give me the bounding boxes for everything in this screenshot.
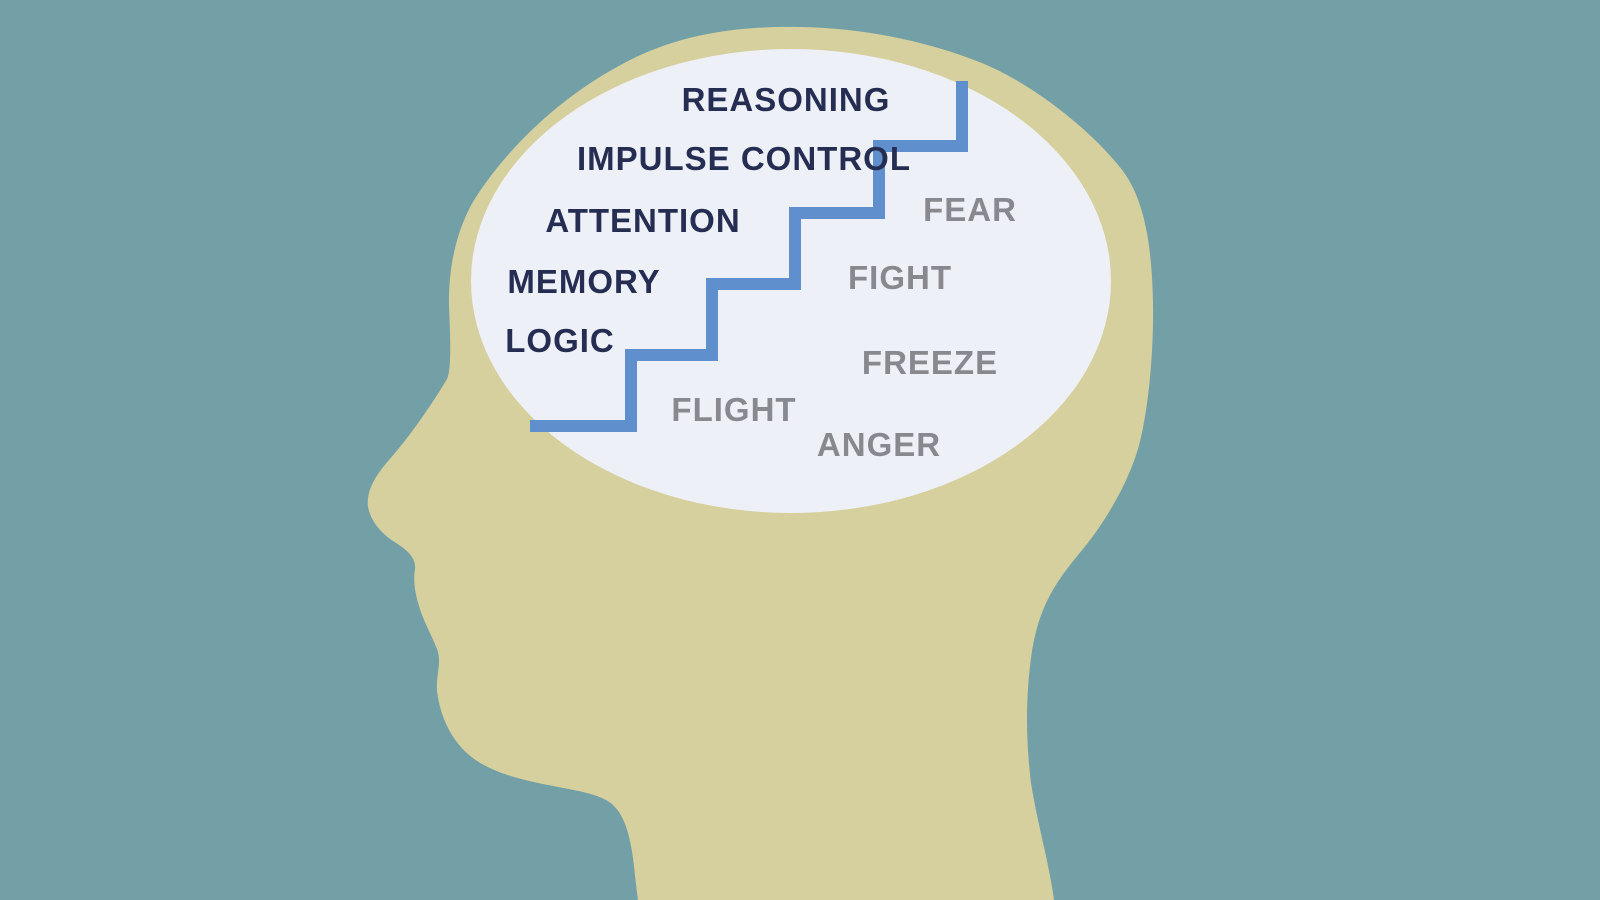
label-memory: MEMORY xyxy=(507,263,660,300)
label-anger: ANGER xyxy=(817,426,941,463)
upstairs-brain-labels: REASONING IMPULSE CONTROL ATTENTION MEMO… xyxy=(505,81,911,359)
downstairs-brain-labels: FEAR FIGHT FREEZE FLIGHT ANGER xyxy=(671,191,1017,463)
label-logic: LOGIC xyxy=(505,322,615,359)
label-attention: ATTENTION xyxy=(545,202,740,239)
label-fear: FEAR xyxy=(923,191,1017,228)
label-freeze: FREEZE xyxy=(862,344,998,381)
label-reasoning: REASONING xyxy=(682,81,891,118)
label-fight: FIGHT xyxy=(848,259,952,296)
label-flight: FLIGHT xyxy=(671,391,796,428)
label-impulse-control: IMPULSE CONTROL xyxy=(577,140,911,177)
staircase-divider-icon xyxy=(530,81,968,432)
